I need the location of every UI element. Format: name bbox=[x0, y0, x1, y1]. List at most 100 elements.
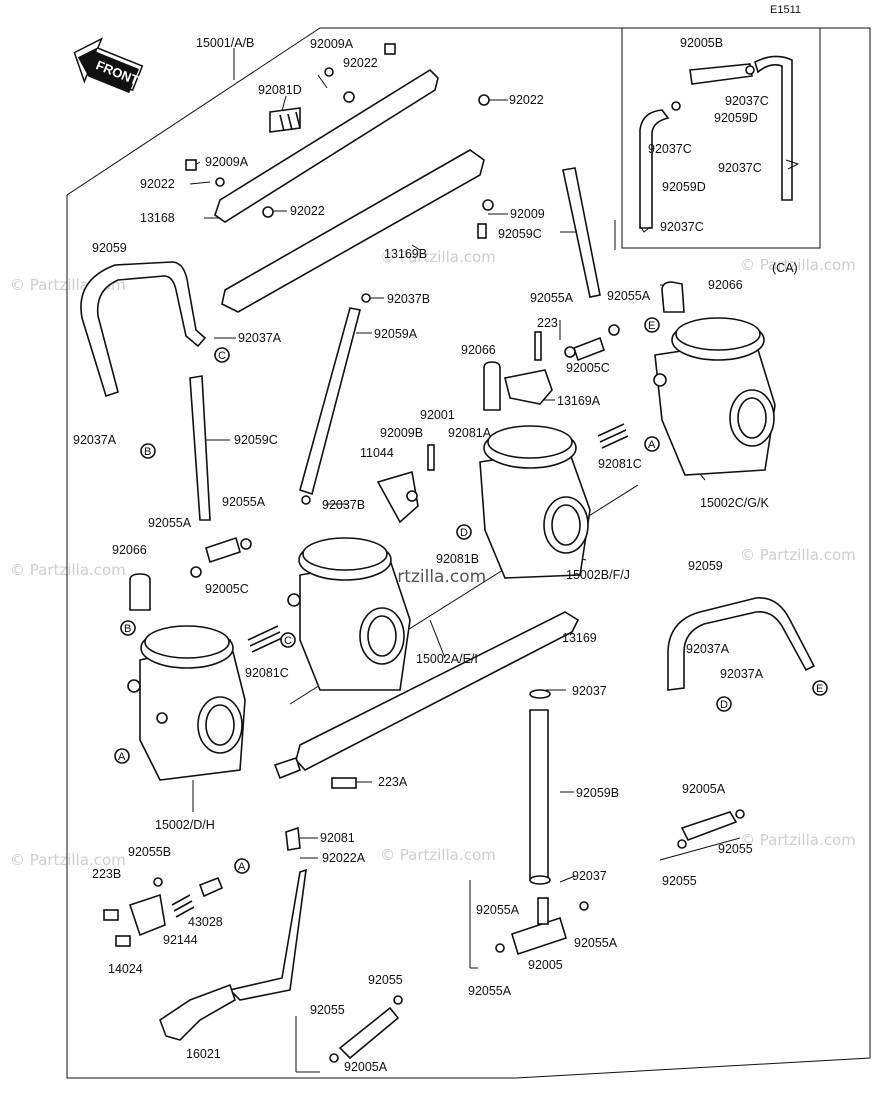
part-label: 92144 bbox=[163, 933, 198, 947]
watermark: © Partzilla.com bbox=[740, 546, 856, 564]
carburetor-2 bbox=[287, 537, 411, 691]
part-label: 92059 bbox=[688, 559, 723, 573]
part-label: 223A bbox=[378, 775, 408, 789]
part-label: 11044 bbox=[360, 446, 394, 460]
watermark: © Partzilla.com bbox=[380, 846, 496, 864]
callout-d-mid: D bbox=[456, 524, 472, 540]
part-label: 92005B bbox=[680, 36, 723, 50]
part-label: 92022A bbox=[322, 851, 366, 865]
part-label: 92005A bbox=[682, 782, 726, 796]
part-label: 92055 bbox=[718, 842, 753, 856]
part-label: 92081D bbox=[258, 83, 302, 97]
callout-e-top: E bbox=[644, 317, 660, 333]
part-label: 92055A bbox=[574, 936, 618, 950]
part-label: 15002B/F/J bbox=[566, 568, 630, 582]
part-label: 92059D bbox=[662, 180, 706, 194]
part-label: 92037C bbox=[725, 94, 769, 108]
callout-a-bottom: A bbox=[234, 858, 250, 874]
svg-text:A: A bbox=[238, 861, 246, 873]
inset-ca: (CA) 92005B 92037C 92059D 92037C 92037C … bbox=[621, 27, 821, 275]
diagram-border bbox=[66, 27, 871, 1079]
part-label: 92081B bbox=[436, 552, 479, 566]
part-label: 16021 bbox=[186, 1047, 221, 1061]
rail-assembly bbox=[185, 43, 580, 780]
part-label: 92037A bbox=[686, 642, 730, 656]
part-label: 92037A bbox=[238, 331, 282, 345]
part-label: 92037C bbox=[648, 142, 692, 156]
part-label: 92059B bbox=[576, 786, 619, 800]
part-label: 15001/A/B bbox=[196, 36, 254, 50]
part-label: 92005C bbox=[566, 361, 610, 375]
part-label: 13169A bbox=[557, 394, 601, 408]
part-label: 14024 bbox=[108, 962, 143, 976]
part-label: 92059D bbox=[714, 111, 758, 125]
part-label: 43028 bbox=[188, 915, 223, 929]
part-label: 92059A bbox=[374, 327, 418, 341]
part-label: 92059C bbox=[498, 227, 542, 241]
watermark: © Partzilla.com bbox=[740, 831, 856, 849]
watermark: © Partzilla.com bbox=[380, 248, 496, 266]
svg-text:D: D bbox=[720, 699, 728, 711]
part-labels: 15001/A/B 92009A 92022 92022 92081D 9200… bbox=[73, 36, 769, 1074]
part-label: 92081C bbox=[245, 666, 289, 680]
small-parts bbox=[103, 293, 745, 1063]
part-label: 92005 bbox=[528, 958, 563, 972]
part-label: 92081A bbox=[448, 426, 492, 440]
part-label: 92055A bbox=[468, 984, 512, 998]
svg-text:A: A bbox=[648, 439, 656, 451]
carburetor-1 bbox=[127, 625, 246, 781]
part-label: 92066 bbox=[112, 543, 147, 557]
part-label: 92037A bbox=[73, 433, 117, 447]
part-label: 92037 bbox=[572, 869, 607, 883]
part-label: 92055 bbox=[310, 1003, 345, 1017]
part-label: 15002A/E/I bbox=[416, 652, 478, 666]
part-label: 92005A bbox=[344, 1060, 388, 1074]
part-label: 92037 bbox=[572, 684, 607, 698]
svg-text:A: A bbox=[118, 751, 126, 763]
svg-text:B: B bbox=[124, 623, 131, 635]
part-label: 92055 bbox=[662, 874, 697, 888]
page-code: E1511 bbox=[770, 4, 801, 16]
carburetor-4 bbox=[653, 317, 776, 476]
part-label: 13168 bbox=[140, 211, 175, 225]
svg-text:E: E bbox=[816, 683, 823, 695]
carburetor-3 bbox=[479, 425, 591, 579]
part-label: 92081 bbox=[320, 831, 355, 845]
part-label: 92009A bbox=[310, 37, 354, 51]
callout-c-top: C bbox=[214, 347, 230, 363]
part-label: 13169 bbox=[562, 631, 597, 645]
part-label: 92001 bbox=[420, 408, 455, 422]
part-label: 92037C bbox=[718, 161, 762, 175]
svg-text:B: B bbox=[144, 446, 151, 458]
part-label: 92037C bbox=[660, 220, 704, 234]
callout-e-right: E bbox=[812, 680, 828, 696]
part-label: 92009A bbox=[205, 155, 249, 169]
part-label: 92055A bbox=[222, 495, 266, 509]
part-label: 92022 bbox=[509, 93, 544, 107]
part-label: 92055A bbox=[530, 291, 574, 305]
callout-b-left: B bbox=[120, 620, 136, 636]
part-label: 92009B bbox=[380, 426, 423, 440]
watermark: © Partzilla.com bbox=[740, 256, 856, 274]
svg-text:C: C bbox=[218, 350, 226, 362]
part-label: 15002C/G/K bbox=[700, 496, 769, 510]
hose-set bbox=[80, 167, 816, 1060]
part-label: 92037A bbox=[720, 667, 764, 681]
part-label: 13169B bbox=[384, 247, 427, 261]
inset-title: (CA) bbox=[772, 261, 798, 275]
part-label: 92055B bbox=[128, 845, 171, 859]
callout-d-right: D bbox=[716, 696, 732, 712]
watermark: © Partzilla.com bbox=[10, 851, 126, 869]
svg-text:D: D bbox=[460, 527, 468, 539]
svg-text:E: E bbox=[648, 320, 655, 332]
part-label: 92081C bbox=[598, 457, 642, 471]
part-label: 92022 bbox=[343, 56, 378, 70]
part-label: 92009 bbox=[510, 207, 545, 221]
part-label: 92055A bbox=[148, 516, 192, 530]
part-label: 223 bbox=[537, 316, 558, 330]
watermark: © Partzilla.com bbox=[10, 561, 126, 579]
part-label: 223B bbox=[92, 867, 121, 881]
part-label: 92055 bbox=[368, 973, 403, 987]
front-arrow-badge: FRONT bbox=[73, 37, 144, 94]
